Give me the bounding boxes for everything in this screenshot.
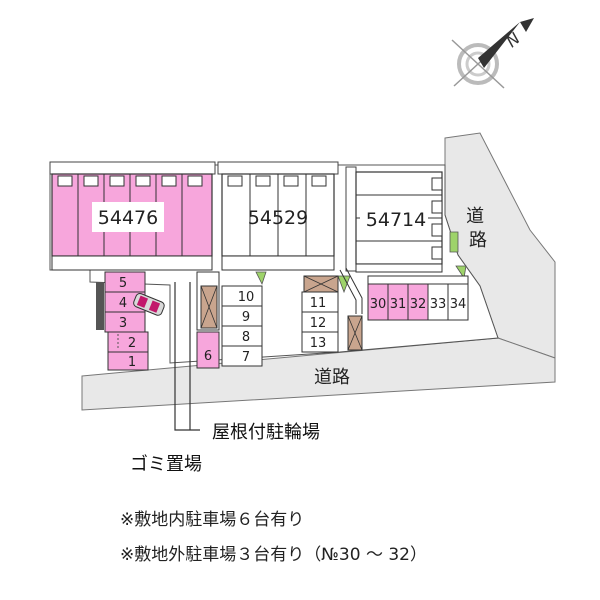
parking-group-west: 5 4 3 [96, 271, 165, 333]
parking-slot-10: 10 [238, 290, 255, 305]
parking-group-east: 11 12 13 [301, 267, 363, 353]
building-54529: 54529 [217, 161, 339, 271]
parking-slot-11: 11 [310, 296, 327, 311]
parking-group-offsite: 30 31 32 33 34 [367, 275, 469, 321]
parking-slot-6: 6 [204, 349, 212, 364]
parking-slot-7: 7 [242, 350, 250, 365]
bottom-road-label: 道路 [314, 367, 350, 388]
parking-slot-2: 2 [128, 336, 136, 351]
building-label: 54476 [98, 207, 158, 229]
compass-north-label: N [502, 29, 523, 51]
compass-north-arrow-icon: N [451, 18, 534, 89]
building-label: 54529 [248, 207, 308, 229]
garbage-bike-area: 6 [196, 271, 220, 369]
parking-slot-8: 8 [242, 330, 250, 345]
building-label: 54714 [366, 209, 426, 231]
parking-slot-1: 1 [128, 355, 136, 370]
garbage-callout: ゴミ置場 [130, 454, 202, 475]
bike-parking-callout: 屋根付駐輪場 [212, 422, 320, 443]
side-road-label: 道 路 [466, 206, 490, 251]
parking-slot-34: 34 [450, 297, 467, 312]
parking-group-southwest: 2 1 [107, 331, 149, 371]
parking-slot-31: 31 [390, 297, 407, 312]
car-icon [133, 292, 165, 316]
parking-slot-30: 30 [370, 297, 387, 312]
parking-slot-12: 12 [310, 316, 327, 331]
building-54714: 54714 [345, 166, 443, 273]
parking-slot-32: 32 [410, 297, 427, 312]
parking-slot-13: 13 [310, 336, 327, 351]
callout-leaders [174, 282, 200, 431]
offsite-parking-note: ※敷地外駐車場３台有り（№30 ～ 32） [120, 545, 427, 565]
parking-slot-4: 4 [119, 296, 127, 311]
parking-slot-9: 9 [242, 310, 250, 325]
onsite-parking-note: ※敷地内駐車場６台有り [120, 510, 305, 530]
parking-group-center: 10 9 8 7 [221, 285, 263, 367]
parking-slot-33: 33 [430, 297, 447, 312]
parking-slot-5: 5 [119, 276, 127, 291]
parking-slot-3: 3 [119, 316, 127, 331]
building-54476: 54476 [49, 161, 216, 271]
